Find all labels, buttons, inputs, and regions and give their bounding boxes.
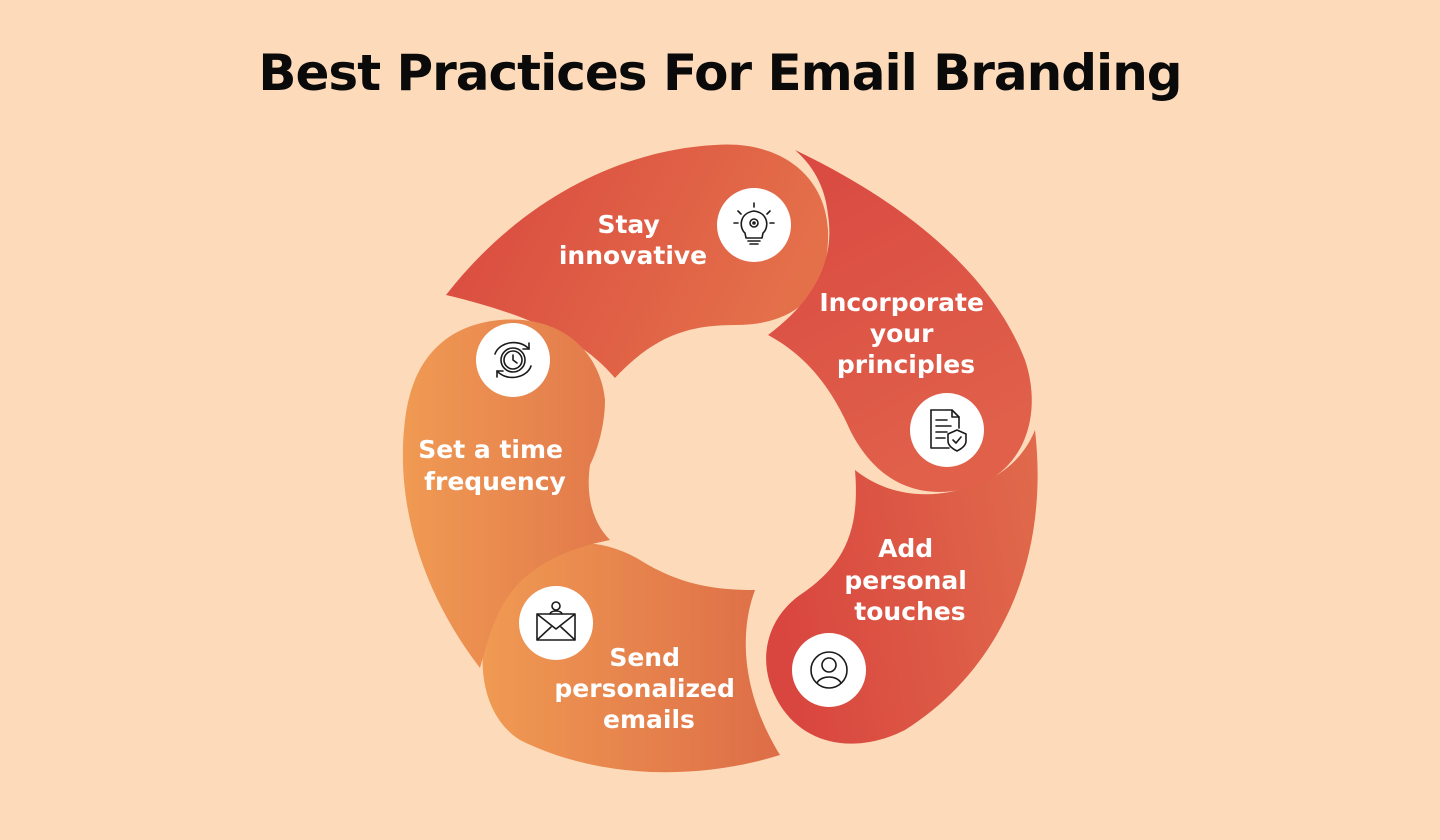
icon-badge (792, 633, 866, 707)
step-incorporate-principles: Incorporate your principles (768, 150, 1032, 492)
lightbulb-gear-icon (733, 202, 775, 245)
step-label-line: touches (854, 597, 965, 626)
step-label-line: Add (878, 534, 933, 563)
step-label-line: your (870, 319, 934, 348)
step-add-personal-touches: Add personal touches (766, 430, 1038, 744)
user-circle-icon (810, 651, 848, 689)
step-label-line: principles (837, 350, 975, 379)
step-label: Incorporate your principles (819, 288, 992, 379)
step-label: Send personalized emails (554, 643, 743, 734)
icon-badge (910, 393, 984, 467)
segment-shape (402, 319, 610, 668)
step-label-line: personal (844, 566, 966, 595)
step-label-line: personalized (554, 674, 734, 703)
page-title: Best Practices For Email Branding (258, 44, 1182, 102)
step-label-line: innovative (559, 241, 707, 270)
step-label-line: Send (609, 643, 680, 672)
clock-cycle-icon (494, 341, 532, 379)
step-label-line: Stay (597, 210, 659, 239)
step-label: Add personal touches (844, 534, 975, 626)
step-label-line: frequency (424, 467, 566, 496)
document-shield-icon (930, 409, 967, 452)
step-stay-innovative: Stay innovative (446, 144, 829, 378)
step-label-line: emails (603, 705, 695, 734)
icon-badge (717, 188, 791, 262)
step-label-line: Incorporate (819, 288, 984, 317)
step-label-line: Set a time (418, 435, 563, 464)
icon-badge (519, 586, 593, 660)
step-send-personalized-emails: Send personalized emails (482, 543, 780, 773)
step-set-time-frequency: Set a time frequency (402, 319, 610, 668)
envelope-user-icon (536, 601, 576, 641)
step-label: Set a time frequency (418, 435, 571, 496)
step-label: Stay innovative (559, 210, 707, 270)
